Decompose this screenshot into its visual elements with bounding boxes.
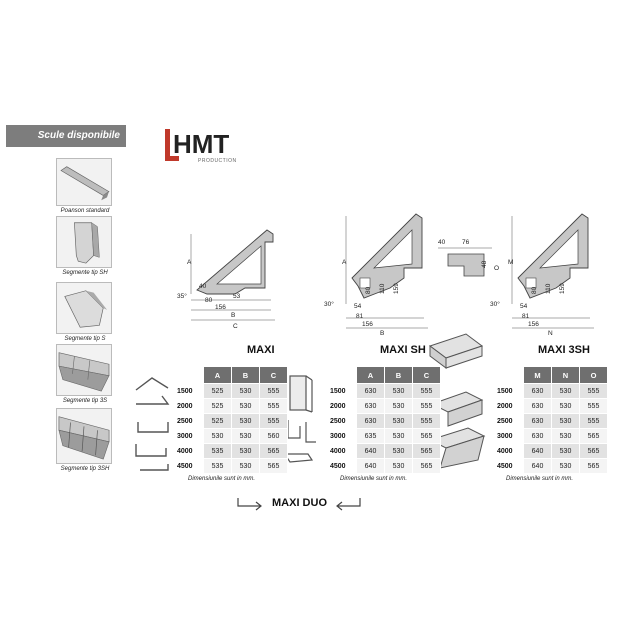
maxi-diagram: A 35° 40 80 53 156 B C	[175, 222, 285, 332]
svg-text:110: 110	[379, 283, 386, 294]
model-title-maxi-sh: MAXI SH	[380, 344, 426, 356]
arrow-left-icon	[330, 496, 364, 517]
svg-text:156: 156	[528, 321, 539, 328]
svg-text:35°: 35°	[177, 292, 187, 300]
svg-text:40: 40	[438, 239, 446, 246]
svg-text:81: 81	[522, 313, 530, 320]
svg-text:A: A	[187, 259, 192, 266]
svg-text:80: 80	[365, 286, 372, 294]
svg-text:80: 80	[531, 286, 538, 294]
segment-3s-icon	[56, 344, 112, 396]
maxi-3sh-diagram: M 30° 54 81 80 110 159 156 N O	[490, 208, 600, 338]
arrow-right-icon	[234, 496, 268, 517]
sidebar-item-label: Segmente tip 3S	[62, 398, 108, 404]
svg-text:A: A	[342, 259, 347, 266]
svg-text:54: 54	[520, 303, 528, 310]
bent-profiles-right-icon	[426, 330, 486, 475]
sidebar-item-label: Segmente tip S	[64, 336, 106, 342]
bent-profiles-left-icon	[132, 374, 176, 479]
svg-text:156: 156	[362, 321, 373, 328]
svg-text:PRODUCTION: PRODUCTION	[198, 158, 237, 164]
hmt-logo: HMT PRODUCTION	[165, 125, 245, 165]
svg-text:156: 156	[215, 304, 226, 311]
segment-sh-icon	[56, 216, 112, 268]
bent-profiles-middle-icon	[282, 372, 326, 477]
model-title-maxi: MAXI	[247, 344, 275, 356]
svg-text:40: 40	[199, 283, 207, 290]
svg-text:30°: 30°	[490, 300, 500, 308]
units-note: Dimensiunile sunt in mm.	[188, 476, 256, 482]
svg-text:159: 159	[393, 283, 400, 294]
svg-text:B: B	[231, 312, 235, 319]
svg-text:53: 53	[233, 293, 241, 300]
segment-s-icon	[56, 282, 112, 334]
svg-text:48: 48	[481, 260, 488, 268]
svg-text:N: N	[548, 330, 553, 337]
svg-text:54: 54	[354, 303, 362, 310]
maxi-sh-inset-diagram: 40 76 48	[436, 236, 496, 293]
svg-text:80: 80	[205, 297, 213, 304]
svg-text:HMT: HMT	[173, 129, 229, 159]
svg-text:76: 76	[462, 239, 470, 246]
segment-3sh-icon	[56, 408, 112, 464]
units-note: Dimensiunile sunt in mm.	[340, 476, 408, 482]
svg-text:81: 81	[356, 313, 364, 320]
svg-text:M: M	[508, 259, 513, 266]
svg-text:B: B	[380, 330, 384, 337]
model-title-maxi-3sh: MAXI 3SH	[538, 344, 590, 356]
svg-text:30°: 30°	[324, 300, 334, 308]
sidebar-title: Scule disponibile	[6, 125, 126, 147]
sidebar-item-label: Segmente tip 3SH	[60, 466, 110, 472]
svg-text:110: 110	[545, 283, 552, 294]
sidebar-item-label: Segmente tip SH	[62, 270, 108, 276]
svg-text:O: O	[494, 265, 499, 272]
svg-text:C: C	[233, 323, 238, 330]
units-note: Dimensiunile sunt in mm.	[506, 476, 574, 482]
svg-text:159: 159	[559, 283, 566, 294]
maxi-sh-diagram: A 30° 54 81 80 110 159 156 B	[324, 208, 434, 338]
sidebar-item-label: Poanson standard	[60, 208, 110, 214]
punch-bar-icon	[56, 158, 112, 206]
maxi-duo-label: MAXI DUO	[272, 497, 327, 509]
